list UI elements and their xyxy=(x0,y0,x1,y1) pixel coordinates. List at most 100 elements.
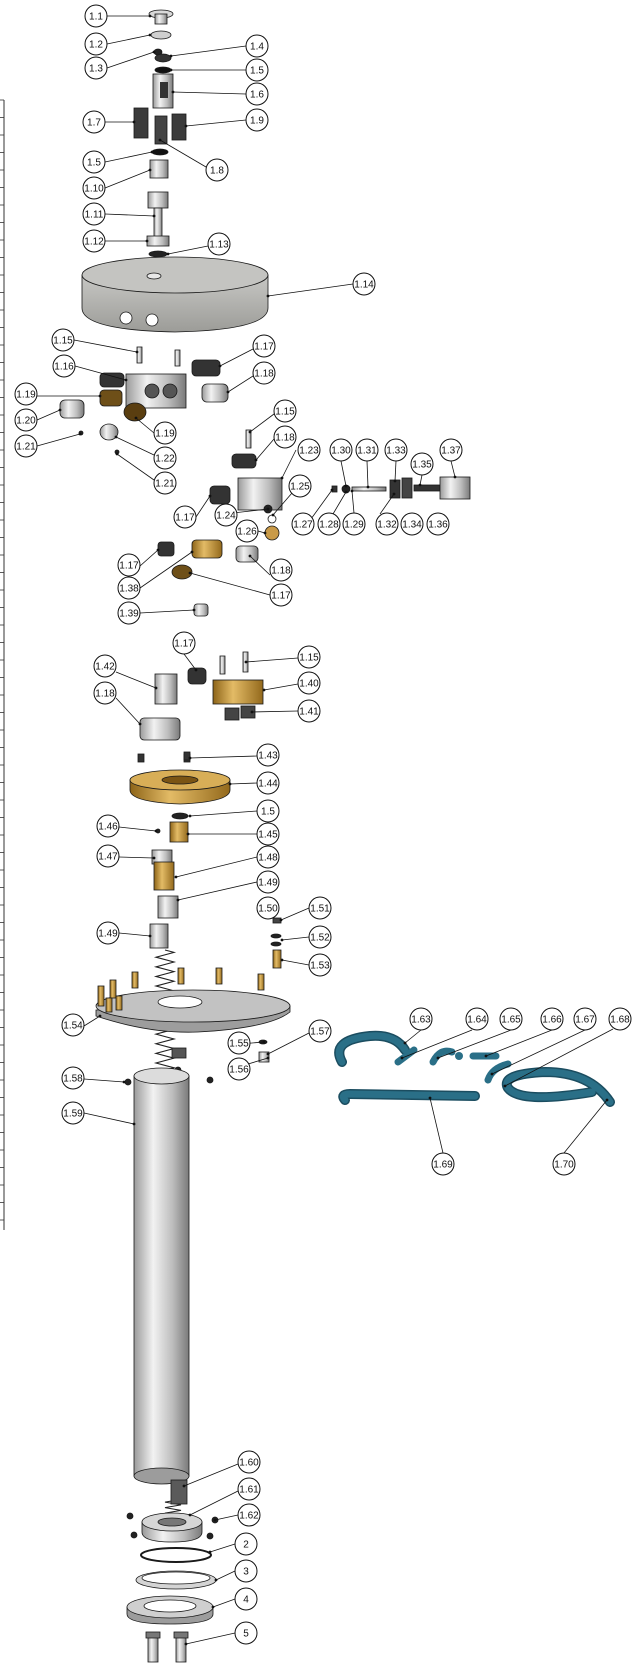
leader-line xyxy=(281,936,310,941)
leader-line xyxy=(340,460,347,487)
leader-dot xyxy=(174,875,178,879)
leader-dot xyxy=(98,1014,102,1018)
svg-text:1.1: 1.1 xyxy=(89,12,103,23)
leader-dot xyxy=(266,294,270,298)
svg-text:2: 2 xyxy=(243,1540,249,1551)
leader-line xyxy=(215,1570,236,1581)
leader-dot xyxy=(400,1056,404,1060)
callout: 1.7 xyxy=(82,110,106,134)
callout: 1.45 xyxy=(256,822,280,846)
leader-line xyxy=(73,339,138,353)
callout: 1.17 xyxy=(117,553,141,577)
svg-text:1.39: 1.39 xyxy=(119,609,139,620)
part-stem xyxy=(147,191,169,241)
leader-line xyxy=(214,1514,239,1521)
leader-line xyxy=(281,449,297,479)
svg-text:1.52: 1.52 xyxy=(310,933,330,944)
callout: 1.40 xyxy=(297,671,321,695)
leader-dot xyxy=(192,608,196,612)
svg-text:1.54: 1.54 xyxy=(63,1021,83,1032)
leader-dot xyxy=(266,507,270,511)
svg-text:1.66: 1.66 xyxy=(542,1015,562,1026)
leader-dot xyxy=(145,239,149,243)
callout: 1.43 xyxy=(256,743,280,767)
leader-dot xyxy=(266,1056,270,1060)
leader-dot xyxy=(490,1072,494,1076)
svg-text:4: 4 xyxy=(243,1595,249,1606)
leader-line xyxy=(404,1029,422,1044)
svg-text:1.41: 1.41 xyxy=(299,707,319,718)
callout: 5 xyxy=(234,1621,258,1645)
svg-text:1.11: 1.11 xyxy=(85,210,104,221)
callout: 3 xyxy=(234,1559,258,1583)
svg-text:1.17: 1.17 xyxy=(271,591,291,602)
part-brass-plate xyxy=(129,769,231,805)
svg-text:1.43: 1.43 xyxy=(258,751,278,762)
callout: 2 xyxy=(234,1532,258,1556)
callout: 1.10 xyxy=(82,176,106,200)
leader-line xyxy=(172,91,247,95)
svg-text:1.18: 1.18 xyxy=(95,689,115,700)
callout: 1.68 xyxy=(608,1007,632,1031)
leader-line xyxy=(175,856,258,878)
callout: 1.54 xyxy=(61,1013,85,1037)
svg-text:1.5: 1.5 xyxy=(87,158,101,169)
svg-text:1.14: 1.14 xyxy=(354,280,374,291)
leader-dot xyxy=(403,1041,407,1045)
callout: 1.18 xyxy=(252,361,276,385)
part-nut xyxy=(154,53,172,63)
svg-text:1.15: 1.15 xyxy=(53,336,73,347)
svg-text:1.8: 1.8 xyxy=(210,166,224,177)
callout: 1.16 xyxy=(52,354,76,378)
leader-dot xyxy=(176,898,180,902)
callout: 1.11 xyxy=(82,202,106,226)
leader-dot xyxy=(188,756,192,760)
callout: 1.52 xyxy=(308,925,332,949)
svg-text:1.61: 1.61 xyxy=(239,1485,259,1496)
callout: 1.15 xyxy=(297,645,321,669)
callout: 1.5 xyxy=(245,58,269,82)
leader-dot xyxy=(58,408,62,412)
callout: 1.6 xyxy=(245,82,269,106)
callout: 1.49 xyxy=(96,921,120,945)
leader-dot xyxy=(150,150,154,154)
leader-dot xyxy=(148,33,152,37)
leader-line xyxy=(209,1543,236,1553)
leader-line xyxy=(36,409,61,421)
part-pins xyxy=(145,1631,189,1663)
left-scale-bar xyxy=(0,99,5,1230)
leader-dot xyxy=(250,710,254,714)
leader-dot xyxy=(208,1550,212,1554)
callout: 4 xyxy=(234,1587,258,1611)
leader-dot xyxy=(280,958,284,962)
leader-line xyxy=(249,555,271,576)
callout: 1.63 xyxy=(409,1007,433,1031)
part-screws xyxy=(136,346,181,367)
svg-text:1.10: 1.10 xyxy=(84,184,104,195)
part-core-stack xyxy=(149,812,189,949)
svg-text:1.21: 1.21 xyxy=(155,479,175,490)
callout: 1.9 xyxy=(245,108,269,132)
leader-dot xyxy=(154,829,158,833)
leader-line xyxy=(135,417,155,434)
svg-text:1.34: 1.34 xyxy=(402,520,422,531)
leader-dot xyxy=(484,1054,488,1058)
callout: 1.69 xyxy=(431,1152,455,1176)
leader-line xyxy=(139,549,159,567)
part-base-plate xyxy=(95,967,291,1033)
leader-dot xyxy=(188,814,192,818)
leader-dot xyxy=(182,1484,186,1488)
leader-line xyxy=(185,119,247,127)
svg-text:1.63: 1.63 xyxy=(411,1015,431,1026)
callout: 1.34 xyxy=(400,512,424,536)
part-manifold-block xyxy=(125,373,187,409)
leader-dot xyxy=(186,832,190,836)
callout: 1.21 xyxy=(153,471,177,495)
svg-text:1.5: 1.5 xyxy=(261,807,275,818)
leader-line xyxy=(379,493,395,515)
leader-line xyxy=(170,45,247,57)
leader-dot xyxy=(254,458,258,462)
part-retaining-ring xyxy=(135,1570,217,1590)
svg-text:1.56: 1.56 xyxy=(229,1065,249,1076)
svg-text:1.55: 1.55 xyxy=(229,1039,249,1050)
